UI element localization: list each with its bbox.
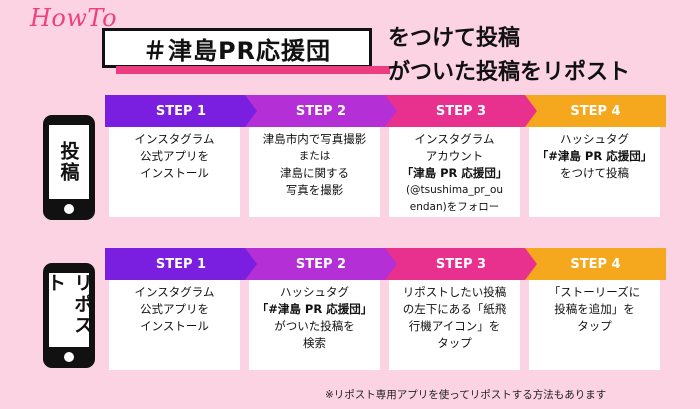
repost-step-2-card: ハッシュタグ「#津島 PR 応援団」がついた投稿を検索 (249, 280, 380, 370)
footnote: ※リポスト専用アプリを使ってリポストする方法もあります (325, 389, 607, 401)
title-underline (116, 66, 390, 74)
card-line: タップ (577, 319, 612, 333)
repost-step-4-header: STEP 4 (525, 248, 666, 280)
card-line: 「ストーリーズに (548, 285, 641, 299)
card-line: をつけて投稿 (560, 166, 629, 180)
card-line: 行機アイコン」を (408, 319, 501, 333)
card-line: ハッシュタグ (560, 132, 629, 146)
post-section-label: 投稿 (57, 141, 80, 183)
post-step-2-header: STEP 2 (245, 95, 397, 127)
repost-phone-icon: リポスト (43, 263, 95, 368)
card-line: タップ (437, 336, 472, 350)
repost-step-3-card: リポストしたい投稿の左下にある「紙飛行機アイコン」をタップ (389, 280, 520, 370)
post-step-4-header: STEP 4 (525, 95, 666, 127)
repost-step-1-card: インスタグラム公式アプリをインストール (109, 280, 240, 370)
repost-section-label: リポスト (44, 273, 93, 336)
post-step-1-header: STEP 1 (105, 95, 257, 127)
repost-phone-screen: リポスト (44, 273, 93, 347)
card-line: 検索 (303, 336, 326, 350)
hashtag-title: ＃津島PR応援団 (102, 28, 372, 68)
card-line: 投稿を追加」を (554, 302, 635, 316)
card-line: がついた投稿を (274, 319, 355, 333)
card-line: リポストしたい投稿 (402, 285, 507, 299)
card-line: 「津島 PR 応援団」 (401, 166, 508, 180)
repost-step-2-header: STEP 2 (245, 248, 397, 280)
repost-step-1-header: STEP 1 (105, 248, 257, 280)
post-step-cards: インスタグラム公式アプリをインストール津島市内で写真撮影または津島に関する写真を… (105, 127, 666, 217)
phone-home-button (64, 352, 74, 362)
card-line: インストール (140, 319, 209, 333)
post-step-1-card: インスタグラム公式アプリをインストール (109, 127, 240, 217)
card-line: 津島に関する (280, 166, 349, 180)
repost-step-4-card: 「ストーリーズに投稿を追加」をタップ (529, 280, 660, 370)
card-line: の左下にある「紙飛 (402, 302, 507, 316)
card-line: アカウント (425, 149, 484, 163)
post-phone-screen: 投稿 (49, 125, 89, 199)
repost-step-3-header: STEP 3 (385, 248, 537, 280)
card-line: endan)をフォロー (409, 201, 500, 213)
card-line: 写真を撮影 (285, 183, 344, 197)
title-description: をつけて投稿 がついた投稿をリポスト (388, 22, 630, 90)
post-step-2-card: 津島市内で写真撮影または津島に関する写真を撮影 (249, 127, 380, 217)
card-line: 公式アプリを (140, 302, 209, 316)
repost-step-cards: インスタグラム公式アプリをインストールハッシュタグ「#津島 PR 応援団」がつい… (105, 280, 666, 370)
post-step-3-header: STEP 3 (385, 95, 537, 127)
card-line: ハッシュタグ (280, 285, 349, 299)
card-line: 公式アプリを (140, 149, 209, 163)
card-line: インスタグラム (134, 285, 215, 299)
card-line: 「#津島 PR 応援団」 (536, 149, 653, 163)
card-line: または (298, 150, 331, 162)
howto-label: HowTo (30, 4, 118, 32)
card-line: インストール (140, 166, 209, 180)
card-line: インスタグラム (134, 132, 215, 146)
card-line: 津島市内で写真撮影 (262, 132, 367, 146)
card-line: (@tsushima_pr_ou (405, 184, 504, 196)
post-phone-icon: 投稿 (43, 115, 95, 220)
post-step-4-card: ハッシュタグ「#津島 PR 応援団」をつけて投稿 (529, 127, 660, 217)
title-line-2: がついた投稿をリポスト (388, 60, 631, 85)
title-line-1: をつけて投稿 (388, 26, 521, 51)
card-line: インスタグラム (414, 132, 495, 146)
phone-home-button (64, 204, 74, 214)
card-line: 「#津島 PR 応援団」 (256, 302, 373, 316)
